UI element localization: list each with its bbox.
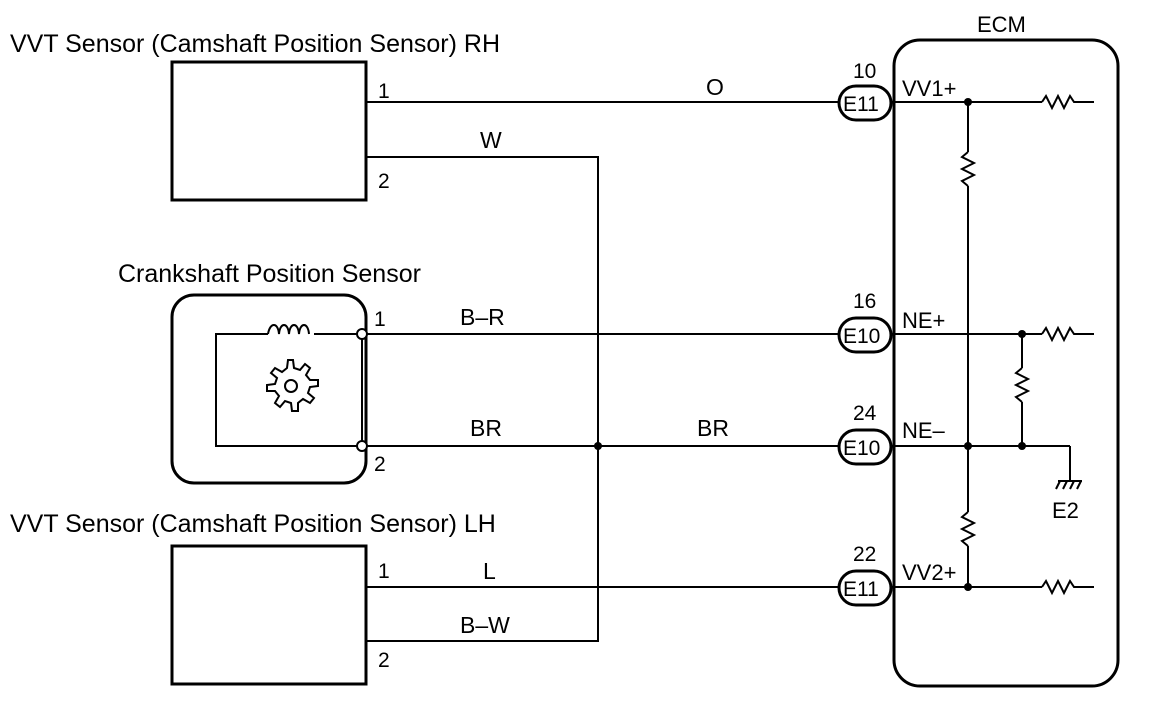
ecm-pin-22: 22 (853, 543, 876, 566)
crank-pin2: 2 (374, 453, 386, 476)
connector-e11-bottom: E11 (837, 569, 893, 607)
ecm-pin-10: 10 (853, 60, 876, 83)
ecm-pin-24: 24 (853, 402, 877, 425)
ecm-signal-vv1-plus: VV1+ (902, 76, 956, 101)
vvt-lh-title: VVT Sensor (Camshaft Position Sensor) LH (10, 510, 496, 538)
ecm-signal-ne-plus: NE+ (902, 308, 945, 333)
ecm-internal-circuit (891, 93, 1094, 596)
crank-terminal-2 (356, 440, 368, 452)
vvt-lh-pin1: 1 (378, 560, 390, 583)
svg-text:E11: E11 (843, 93, 879, 116)
wire-label-br-left: BR (470, 415, 502, 441)
connector-e10-ne-plus: E10 (837, 316, 893, 354)
wire-vvt-lh-pin2 (366, 446, 599, 642)
gear-icon (266, 359, 319, 412)
ecm-title: ECM (977, 12, 1026, 37)
vvt-lh-sensor-box (170, 544, 368, 686)
vvt-rh-title: VVT Sensor (Camshaft Position Sensor) RH (10, 30, 500, 58)
ecm-signal-ne-minus: NE– (902, 418, 946, 443)
wire-label-b-w: B–W (460, 612, 510, 638)
crank-sensor-title: Crankshaft Position Sensor (118, 260, 421, 288)
wire-vvt-rh-pin2 (366, 156, 599, 446)
crank-terminal-1 (356, 328, 368, 340)
wire-label-o: O (706, 74, 724, 100)
crank-pin1: 1 (374, 308, 386, 331)
vvt-rh-pin1: 1 (378, 80, 390, 103)
wire-label-w: W (480, 127, 502, 153)
ecm-signal-vv2-plus: VV2+ (902, 560, 956, 585)
svg-text:E10: E10 (843, 437, 880, 460)
wire-label-b-r: B–R (460, 304, 505, 330)
ecm-box (892, 38, 1120, 688)
vvt-rh-pin2: 2 (378, 170, 390, 193)
connector-e10-ne-minus: E10 (837, 428, 893, 466)
wire-label-br-right: BR (697, 415, 729, 441)
vvt-rh-sensor-box (170, 60, 368, 202)
ecm-pin-16: 16 (853, 290, 876, 313)
coil-icon (267, 324, 310, 335)
wire-label-l: L (483, 558, 496, 584)
svg-text:E10: E10 (843, 325, 880, 348)
crank-sensor-box (170, 293, 368, 485)
ground-label-e2: E2 (1052, 498, 1079, 523)
svg-text:E11: E11 (843, 578, 879, 601)
ground-icon (1055, 480, 1082, 490)
connector-e11-top: E11 (837, 84, 893, 122)
vvt-lh-pin2: 2 (378, 649, 390, 672)
